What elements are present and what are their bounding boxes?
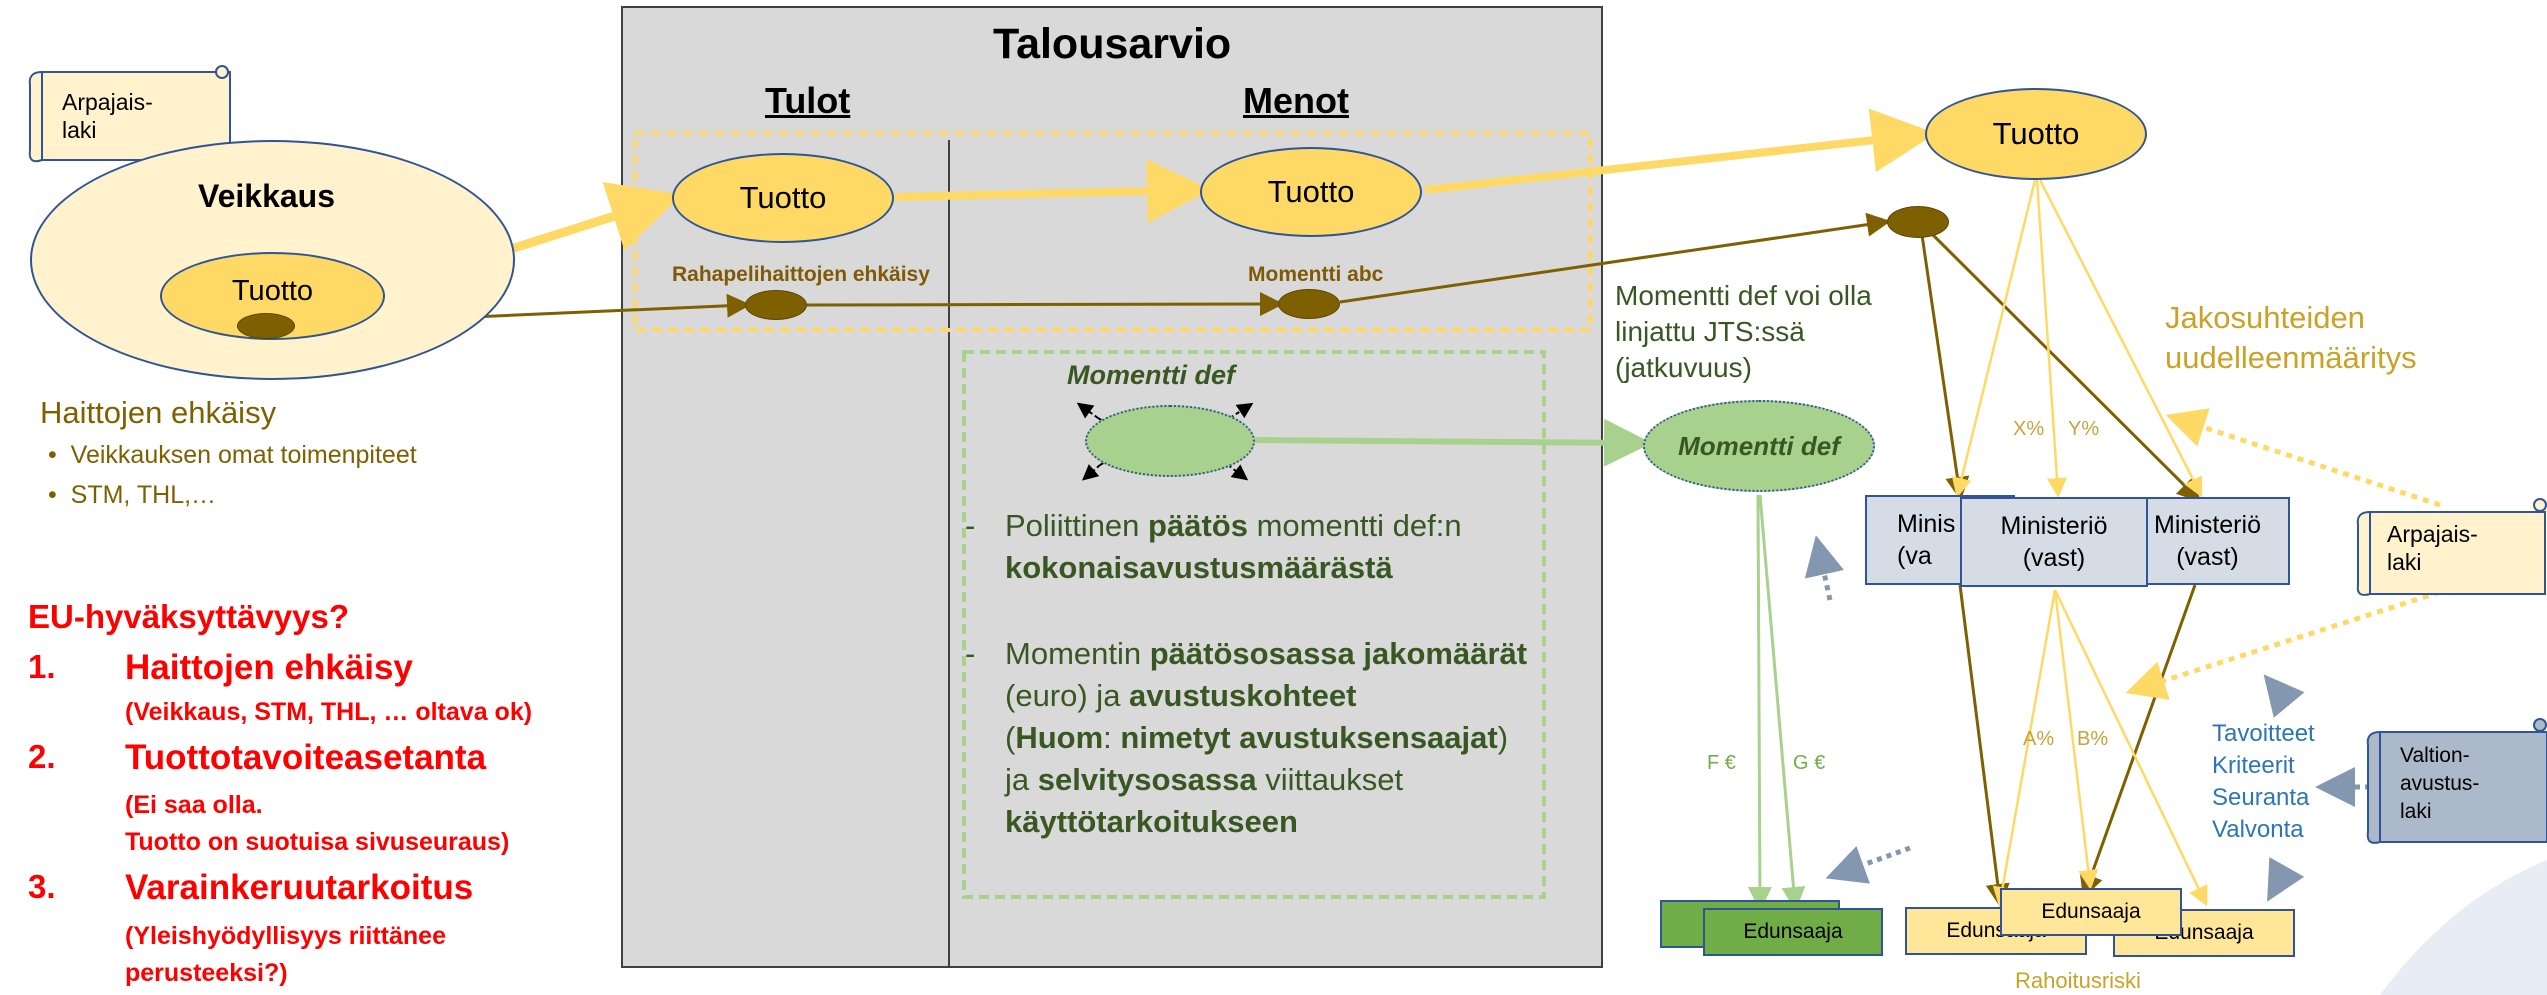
eu-item-3-sub: (Yleishyödyllisyys riittänee perusteeksi…	[125, 922, 446, 987]
criteria-valvonta: Valvonta	[2212, 816, 2304, 843]
f-euro: F €	[1707, 752, 1736, 774]
momentti-note: Momentti def voi olla linjattu JTS:ssä (…	[1615, 280, 1872, 383]
edunsaaja-yellow-center: Edunsaaja	[2000, 888, 2182, 936]
rahoitusriski-label: Rahoitusriski	[2015, 968, 2141, 993]
arpajaislaki-left-text: Arpajais- laki	[62, 89, 153, 143]
b-percent: B%	[2077, 728, 2109, 750]
valtionavustuslaki-text: Valtion- avustus- laki	[2400, 744, 2480, 823]
y-percent: Y%	[2068, 418, 2100, 440]
veikkaus-title: Veikkaus	[198, 178, 335, 214]
g-euro: G €	[1793, 752, 1826, 774]
eu-item-2-head: Tuottotavoiteasetanta	[125, 738, 487, 777]
veikkaus-tuotto-label: Tuotto	[231, 274, 314, 307]
rahapeli-label: Rahapelihaittojen ehkäisy	[672, 263, 930, 286]
menot-heading: Menot	[1243, 80, 1349, 121]
rahapeli-brown-dot	[745, 290, 807, 320]
ministerio-center-box: Ministeriö (vast)	[1960, 497, 2148, 587]
eu-title: EU-hyväksyttävyys?	[28, 598, 350, 635]
tulot-tuotto-label: Tuotto	[739, 180, 827, 215]
right-tuotto-ellipse: Tuotto	[1925, 88, 2147, 180]
haittojen-title: Haittojen ehkäisy	[40, 395, 277, 430]
momentti-def-large-ellipse: Momentti def	[1643, 400, 1875, 492]
veikkaus-ellipse	[30, 140, 515, 380]
eu-item-1-head: Haittojen ehkäisy	[125, 648, 413, 687]
eu-item-2-num: 2.	[28, 738, 56, 775]
momentti-def-large-label: Momentti def	[1678, 430, 1840, 461]
scroll-arpajaislaki-right	[2356, 498, 2547, 596]
menot-tuotto-ellipse: Tuotto	[1200, 147, 1422, 237]
momentti-abc-brown-dot	[1278, 289, 1340, 319]
a-percent: A%	[2023, 728, 2055, 750]
right-brown-dot	[1887, 206, 1949, 238]
paatos-paragraph: - Poliittinen päätös momentti def:n koko…	[965, 508, 1462, 585]
edunsaaja-green-front: Edunsaaja	[1703, 908, 1883, 956]
criteria-seuranta: Seuranta	[2212, 784, 2310, 811]
momentti-def-small-label: Momentti def	[1067, 360, 1235, 390]
haittojen-bullet-1: • Veikkauksen omat toimenpiteet	[48, 441, 417, 469]
criteria-list: Tavoitteet Kriteerit Seuranta Valvonta	[2212, 718, 2315, 846]
eu-item-3-head: Varainkeruutarkoitus	[125, 868, 474, 907]
arpajaislaki-right-text: Arpajais- laki	[2387, 521, 2478, 575]
eu-item-1-sub: (Veikkaus, STM, THL, … oltava ok)	[125, 698, 533, 726]
eu-item-1-num: 1.	[28, 648, 56, 685]
momentti-abc-label: Momentti abc	[1248, 263, 1384, 286]
scroll-valtionavustuslaki	[2366, 718, 2547, 844]
haittojen-bullet-2: • STM, THL,…	[48, 481, 217, 509]
jakomaarat-paragraph: - Momentin päätösosassa jakomäärät (euro…	[965, 636, 1528, 839]
menot-tuotto-label: Tuotto	[1267, 174, 1355, 209]
eu-item-2-sub: (Ei saa olla. Tuotto on suotuisa sivuseu…	[125, 791, 510, 856]
right-tuotto-label: Tuotto	[1992, 116, 2080, 151]
jakosuhteiden-label: Jakosuhteiden uudelleenmääritys	[2165, 300, 2417, 375]
x-percent: X%	[2013, 418, 2045, 440]
tulot-tuotto-ellipse: Tuotto	[672, 153, 894, 243]
criteria-kriteerit: Kriteerit	[2212, 752, 2295, 779]
momentti-def-small-ellipse	[1085, 405, 1255, 477]
edunsaaja-yellow-left: Edunsaaja	[1905, 907, 2087, 955]
veikkaus-brown-dot	[237, 313, 295, 339]
tulot-heading: Tulot	[765, 80, 851, 121]
eu-item-3-num: 3.	[28, 868, 56, 905]
talousarvio-title: Talousarvio	[993, 20, 1232, 68]
criteria-tavoitteet: Tavoitteet	[2212, 720, 2315, 747]
